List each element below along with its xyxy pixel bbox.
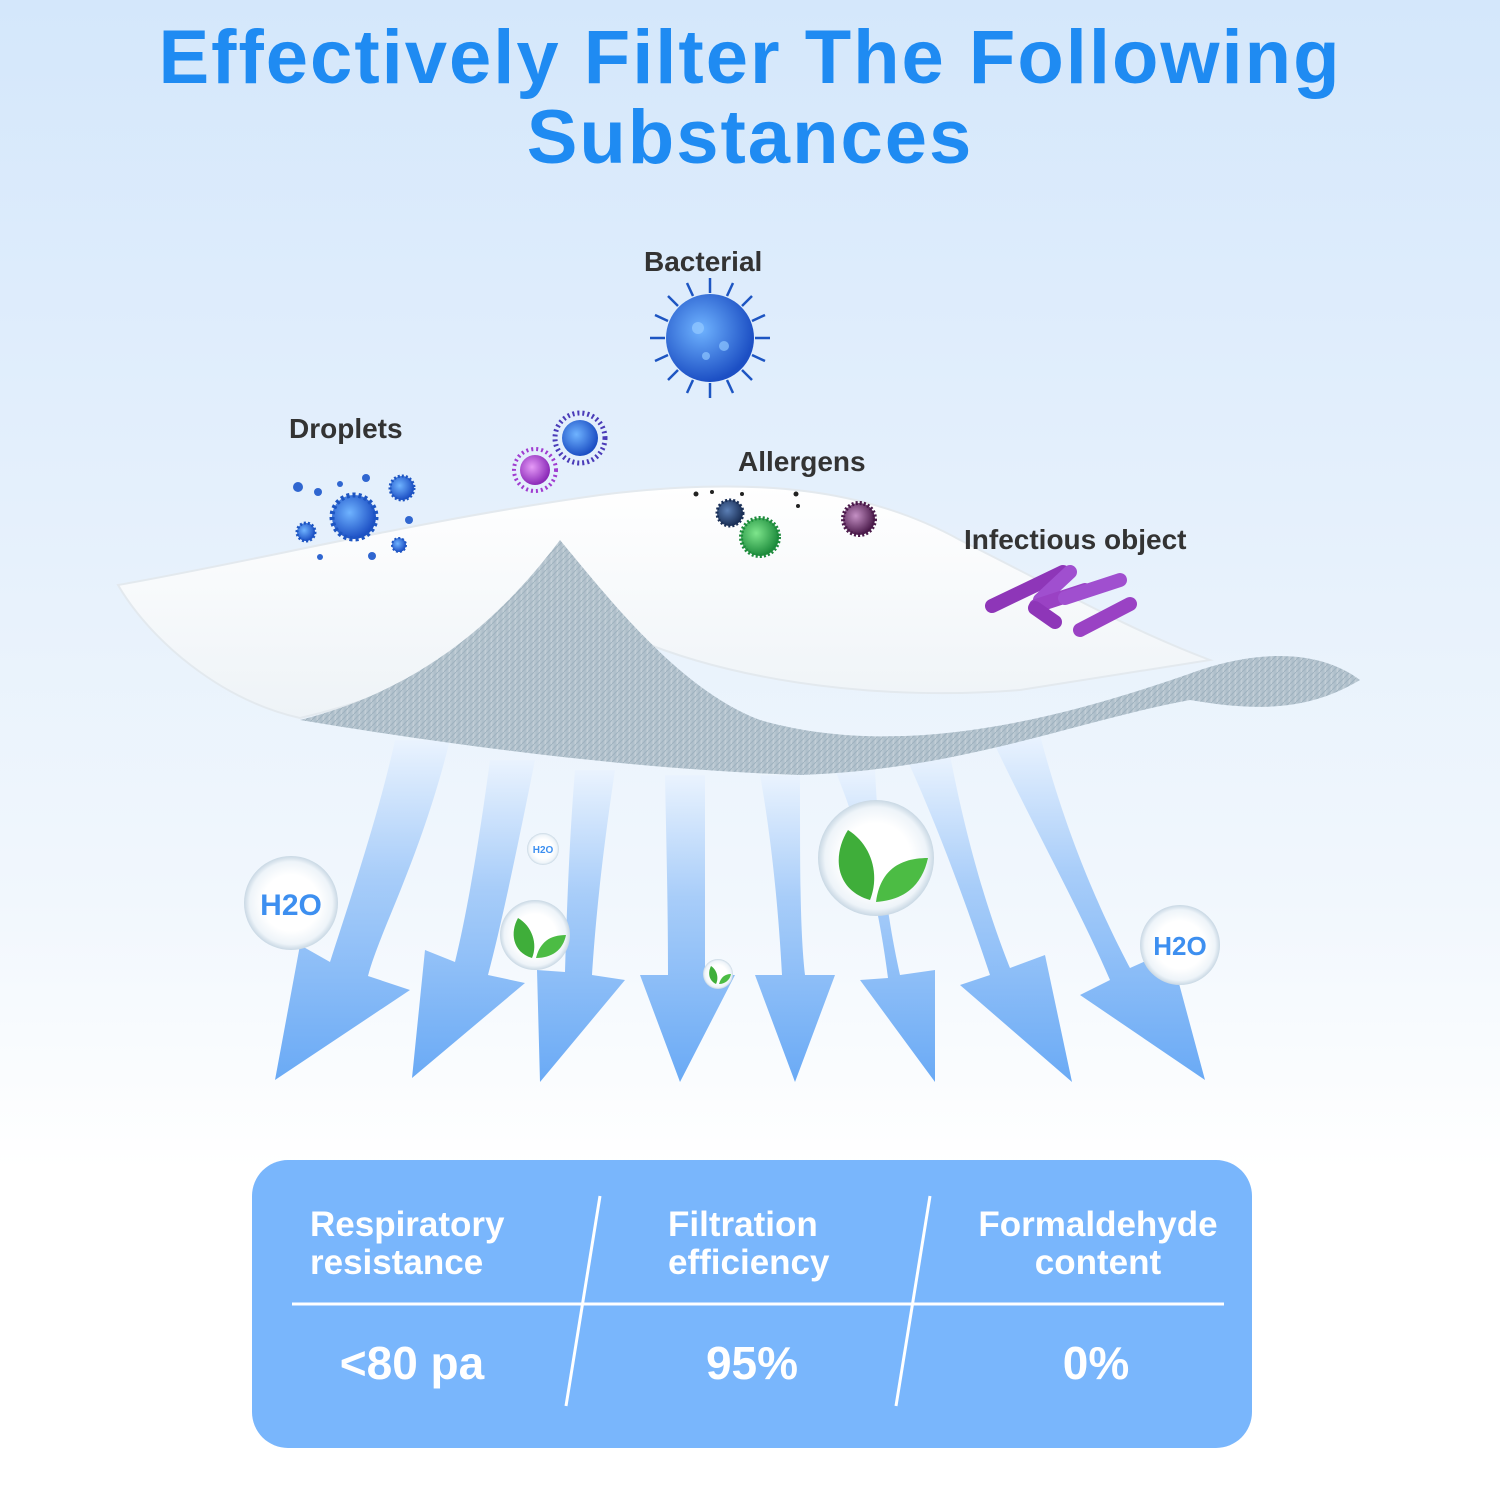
arrow-8 xyxy=(990,735,1205,1080)
label-infectious-object: Infectious object xyxy=(964,524,1187,555)
bacterial-virus-icon xyxy=(650,278,770,398)
h2o-bubble-left: H2O xyxy=(244,856,338,950)
h2o-label-right: H2O xyxy=(1153,931,1206,961)
h2o-bubble-small: H2O xyxy=(527,833,559,865)
arrow-3 xyxy=(537,770,625,1082)
value-respiratory-resistance: <80 pa xyxy=(339,1337,485,1389)
column-divider-1 xyxy=(564,1195,602,1407)
header-line: resistance xyxy=(310,1243,484,1282)
specs-dividers xyxy=(292,1195,1224,1407)
column-divider-2 xyxy=(894,1195,932,1407)
arrow-4 xyxy=(640,775,735,1082)
leaf-icon xyxy=(709,966,718,984)
header-line: content xyxy=(1034,1243,1162,1282)
page-title: Effectively Filter The Following Substan… xyxy=(0,18,1500,178)
arrow-2 xyxy=(412,760,535,1078)
leaf-bubble-small xyxy=(703,959,733,989)
h2o-label-small: H2O xyxy=(533,845,554,856)
purple-virus-icon xyxy=(512,447,558,493)
title-line-2: Substances xyxy=(526,95,974,180)
allergens-icon xyxy=(693,490,877,558)
filter-under-surface xyxy=(300,540,1360,775)
header-line: Filtration xyxy=(668,1205,818,1244)
filter-illustration: H2O H2O H2O xyxy=(116,278,1360,1082)
arrow-7 xyxy=(905,755,1072,1082)
leaf-icon xyxy=(719,974,731,984)
leaf-icon xyxy=(513,918,535,958)
label-droplets: Droplets xyxy=(289,413,403,444)
specs-panel: Respiratory resistance Filtration effici… xyxy=(252,1160,1252,1448)
blue-purple-virus-icon xyxy=(552,410,608,466)
label-bacterial: Bacterial xyxy=(644,246,763,277)
h2o-label-left: H2O xyxy=(260,889,322,922)
title-line-1: Effectively Filter The Following xyxy=(158,15,1342,100)
droplets-cluster-icon xyxy=(293,474,416,560)
leaf-bubble-large xyxy=(818,800,934,916)
airflow-arrows xyxy=(275,735,1205,1082)
value-formaldehyde-content: 0% xyxy=(1062,1337,1130,1389)
header-formaldehyde-content: Formaldehyde content xyxy=(968,1206,1228,1282)
value-filtration-efficiency: 95% xyxy=(705,1337,799,1389)
leaf-icon xyxy=(876,858,928,902)
arrow-6 xyxy=(835,770,935,1082)
header-filtration-efficiency: Filtration efficiency xyxy=(668,1206,829,1282)
header-line: Respiratory xyxy=(310,1205,505,1244)
header-respiratory-resistance: Respiratory resistance xyxy=(310,1206,505,1282)
arrow-5 xyxy=(755,775,835,1082)
leaf-icon xyxy=(838,830,875,900)
leaf-bubble-medium xyxy=(500,900,570,970)
header-line: Formaldehyde xyxy=(978,1205,1218,1244)
arrow-1 xyxy=(275,740,450,1080)
label-allergens: Allergens xyxy=(738,446,866,477)
header-line: efficiency xyxy=(668,1243,830,1282)
filter-layer xyxy=(116,485,1360,775)
h2o-bubble-right: H2O xyxy=(1140,905,1220,985)
leaf-icon xyxy=(536,935,566,958)
infectious-object-icon xyxy=(985,565,1137,637)
